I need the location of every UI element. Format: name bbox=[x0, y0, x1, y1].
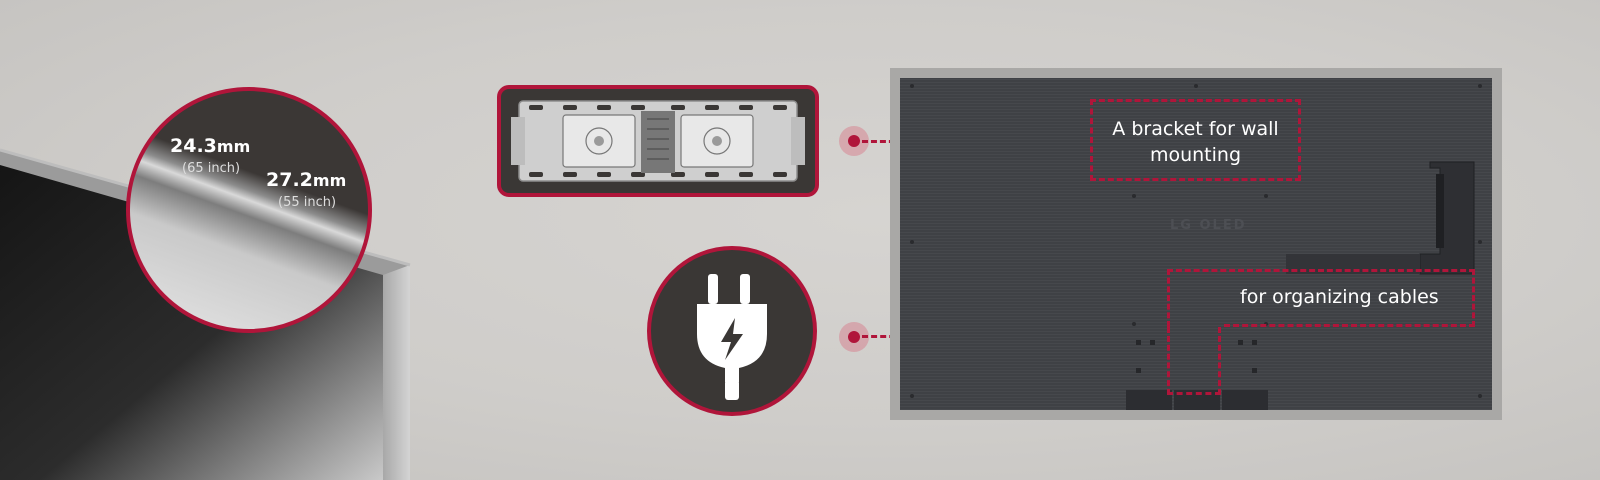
wall-bracket-icon bbox=[511, 100, 805, 182]
bezel-zoom-circle: 24.3mm (65 inch) 27.2mm (55 inch) bbox=[126, 87, 372, 333]
power-plug-circle bbox=[647, 246, 817, 416]
bracket-callout: A bracket for wall mounting bbox=[1090, 99, 1301, 181]
tv-back-panel: LG OLED bbox=[900, 78, 1492, 410]
tv-back-details bbox=[910, 84, 1482, 410]
cable-callout-stem bbox=[1167, 327, 1221, 395]
cable-callout-edge bbox=[1224, 324, 1475, 329]
thickness-55-label: (55 inch) bbox=[278, 195, 337, 210]
wall-bracket-card bbox=[497, 85, 819, 197]
tv-back-view: LG OLED bbox=[890, 68, 1502, 420]
thickness-65-value: 24.3mm bbox=[170, 135, 251, 157]
power-plug-icon bbox=[697, 274, 767, 400]
cable-callout-box bbox=[1167, 269, 1475, 327]
thickness-55-value: 27.2mm bbox=[266, 169, 347, 191]
cable-callout-label: for organizing cables bbox=[1240, 286, 1439, 308]
thickness-65-label: (65 inch) bbox=[182, 161, 241, 176]
tv-back-logo: LG OLED bbox=[1170, 218, 1247, 233]
